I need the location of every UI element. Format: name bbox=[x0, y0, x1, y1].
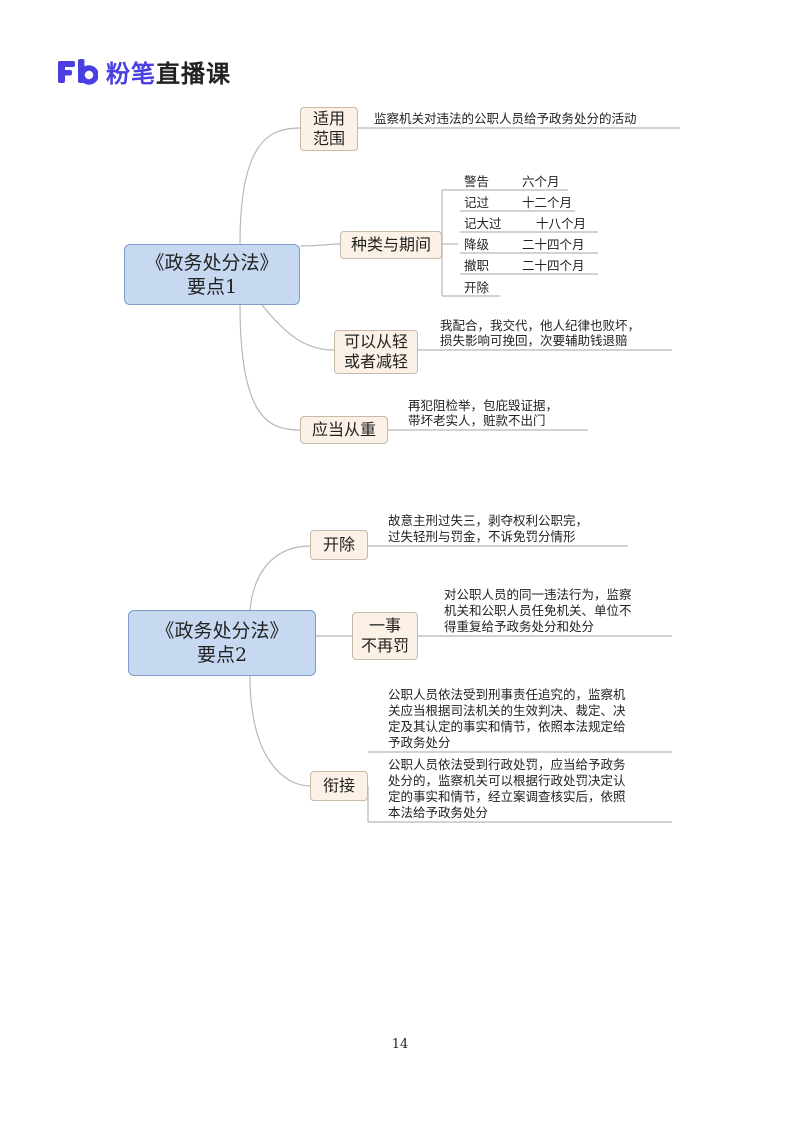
topic-heavier-label: 应当从重 bbox=[311, 420, 376, 439]
topic-heavier: 应当从重 bbox=[300, 416, 388, 444]
map2-root: 《政务处分法》 要点2 bbox=[128, 610, 316, 676]
topic-link: 衔接 bbox=[310, 771, 368, 801]
topic-once-line1: 一事 bbox=[368, 616, 401, 635]
link-text-b3: 定的事实和情节，经立案调查核实后，依照 bbox=[388, 789, 626, 804]
topic-once-line2: 不再罚 bbox=[360, 636, 409, 655]
map1-root: 《政务处分法》 要点1 bbox=[124, 244, 300, 305]
header-logo: 粉笔直播课 bbox=[58, 54, 231, 89]
once-text-3: 得重复给予政务处分和处分 bbox=[444, 619, 595, 634]
map2-root-title: 《政务处分法》 bbox=[155, 620, 289, 642]
topic-dismiss-label: 开除 bbox=[322, 535, 355, 554]
map2-root-subtitle: 要点2 bbox=[196, 644, 248, 666]
type-item-name: 撤职 bbox=[464, 258, 490, 273]
link-text-a1: 公职人员依法受到刑事责任追究的，监察机 bbox=[388, 687, 626, 702]
type-item-period: 二十四个月 bbox=[522, 237, 585, 252]
map1-root-title: 《政务处分法》 bbox=[145, 251, 279, 274]
link-text-b4: 本法给予政务处分 bbox=[388, 805, 489, 820]
topic-lighter: 可以从轻 或者减轻 bbox=[334, 330, 418, 374]
type-item-period: 十二个月 bbox=[522, 195, 573, 210]
fb-logo-icon bbox=[58, 58, 98, 85]
scope-text: 监察机关对违法的公职人员给予政务处分的活动 bbox=[374, 111, 637, 126]
map1-root-subtitle: 要点1 bbox=[186, 275, 238, 298]
heavier-text-1: 再犯阻检举，包庇毁证据， bbox=[408, 398, 559, 413]
topic-scope-line1: 适用 bbox=[312, 109, 345, 128]
topic-lighter-line1: 可以从轻 bbox=[343, 332, 408, 351]
topic-scope-line2: 范围 bbox=[312, 129, 345, 148]
type-item-name: 记大过 bbox=[464, 216, 502, 231]
link-text-a3: 定及其认定的事实和情节，依照本法规定给 bbox=[388, 719, 626, 734]
topic-link-label: 衔接 bbox=[322, 776, 355, 795]
once-text-1: 对公职人员的同一违法行为，监察 bbox=[444, 587, 632, 602]
link-text-a2: 关应当根据司法机关的生效判决、裁定、决 bbox=[388, 703, 626, 718]
type-item-name: 记过 bbox=[464, 195, 490, 210]
topic-lighter-line2: 或者减轻 bbox=[343, 352, 408, 371]
page-number: 14 bbox=[391, 1037, 409, 1052]
topic-once: 一事 不再罚 bbox=[352, 612, 418, 660]
logo-brand: 粉笔 bbox=[106, 60, 156, 88]
type-item-name: 降级 bbox=[464, 237, 490, 252]
type-item-period: 六个月 bbox=[522, 174, 560, 189]
link-text-b2: 处分的，监察机关可以根据行政处罚决定认 bbox=[388, 773, 626, 788]
lighter-text-2: 损失影响可挽回，次要辅助钱退赔 bbox=[440, 333, 628, 348]
link-text-b1: 公职人员依法受到行政处罚，应当给予政务 bbox=[388, 757, 626, 772]
logo-product: 直播课 bbox=[156, 60, 231, 88]
type-item-name: 警告 bbox=[464, 174, 490, 189]
type-item-period: 十八个月 bbox=[536, 216, 587, 231]
topic-dismiss: 开除 bbox=[310, 530, 368, 560]
once-text-2: 机关和公职人员任免机关、单位不 bbox=[444, 603, 632, 618]
type-item-period: 二十四个月 bbox=[522, 258, 585, 273]
dismiss-text-2: 过失轻刑与罚金，不诉免罚分情形 bbox=[388, 529, 576, 544]
type-item-name: 开除 bbox=[464, 280, 490, 295]
topic-types-label: 种类与期间 bbox=[350, 235, 431, 254]
link-text-a4: 予政务处分 bbox=[388, 735, 451, 750]
heavier-text-2: 带坏老实人，赃款不出门 bbox=[408, 413, 546, 428]
topic-scope: 适用 范围 bbox=[300, 107, 358, 151]
lighter-text-1: 我配合，我交代，他人纪律也败坏， bbox=[440, 318, 641, 333]
dismiss-text-1: 故意主刑过失三，剥夺权利公职完， bbox=[388, 513, 589, 528]
topic-types: 种类与期间 bbox=[340, 231, 442, 259]
logo-text: 粉笔直播课 bbox=[106, 54, 231, 89]
